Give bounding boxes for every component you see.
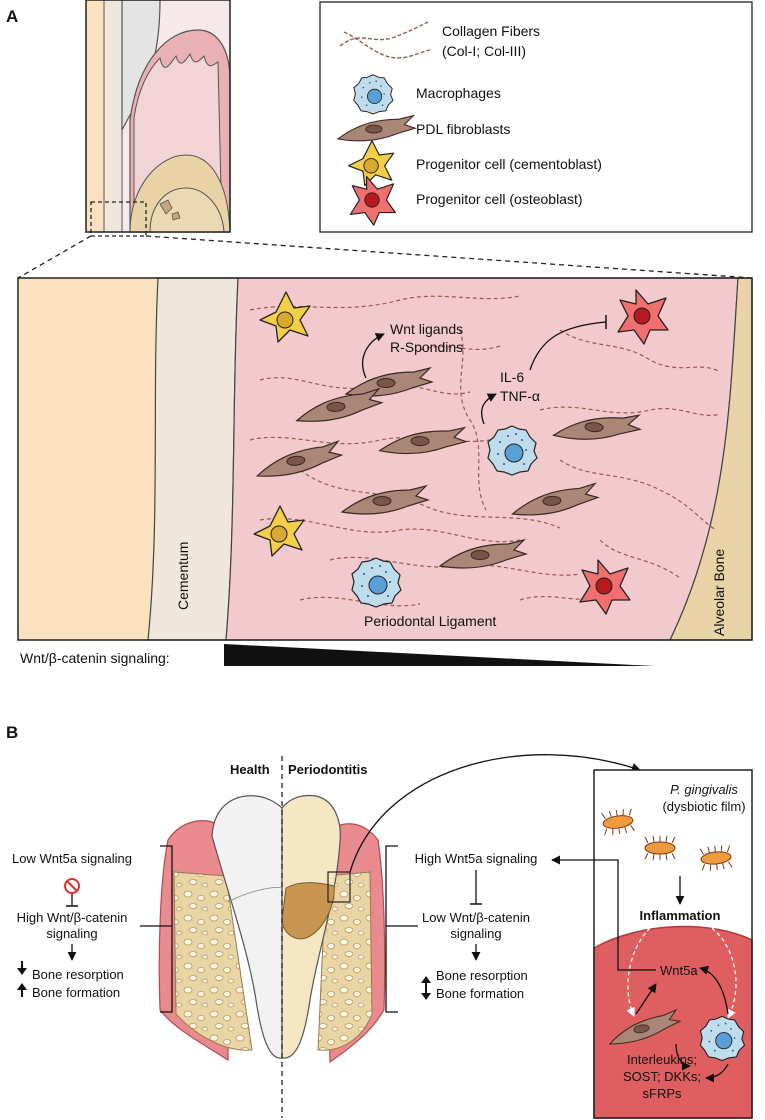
alveolar-bone-label: Alveolar Bone xyxy=(711,549,727,636)
products-line1: Interleukins; xyxy=(627,1052,697,1067)
pathogen-label: P. gingivalis xyxy=(670,782,738,797)
health-pathway: Low Wnt5a signaling High Wnt/β-catenin s… xyxy=(12,845,173,1013)
wnt-gradient-wedge xyxy=(224,644,654,666)
down-arrow-icon xyxy=(421,986,431,1000)
inflammation-label: Inflammation xyxy=(640,908,721,923)
wnt-gradient-label: Wnt/β-catenin signaling: xyxy=(20,650,170,666)
wnt5a-feedback-arrow xyxy=(551,855,656,971)
health-low-wnt5a: Low Wnt5a signaling xyxy=(12,851,132,866)
zoom-region-box xyxy=(90,201,147,237)
periodontitis-low-wnt-line1: Low Wnt/β-catenin xyxy=(422,910,530,925)
periodontitis-low-wnt-line2: signaling xyxy=(450,926,501,941)
no-signal-icon xyxy=(64,878,80,894)
lesion-zoom-box xyxy=(327,871,351,903)
legend-collagen-line1: Collagen Fibers xyxy=(442,23,540,39)
pathogen-note: (dysbiotic film) xyxy=(662,799,745,814)
r-spondins-label: R-Spondins xyxy=(390,339,463,355)
legend-fibroblasts: PDL fibroblasts xyxy=(416,121,510,137)
cytokine-release-arrow xyxy=(481,393,497,425)
periodontitis-bone-resorption: Bone resorption xyxy=(436,968,528,983)
periodontitis-bone-formation: Bone formation xyxy=(436,986,524,1001)
periodontal-zoom-panel: Wnt ligands R-Spondins IL-6 TNF-α Cement… xyxy=(17,277,753,641)
legend: Collagen Fibers (Col-I; Col-III) Macroph… xyxy=(319,1,753,233)
wnt5a-label: Wnt5a xyxy=(660,963,698,978)
tooth-illustration xyxy=(158,794,386,1064)
legend-osteoblast: Progenitor cell (osteoblast) xyxy=(416,191,583,207)
health-high-wnt-line2: signaling xyxy=(46,926,97,941)
periodontitis-bracket xyxy=(385,845,398,1013)
tnfa-label: TNF-α xyxy=(500,388,540,404)
legend-macrophages: Macrophages xyxy=(416,85,501,101)
periodontitis-high-wnt5a: High Wnt5a signaling xyxy=(415,851,538,866)
inflammation-inset: P. gingivalis (dysbiotic film) Inflammat… xyxy=(593,769,753,1119)
cementum-label: Cementum xyxy=(175,542,191,610)
periodontal-ligament-label: Periodontal Ligament xyxy=(364,613,496,629)
health-label: Health xyxy=(230,762,270,777)
wnt-ligands-label: Wnt ligands xyxy=(390,321,463,337)
wnt-secretion-arrow xyxy=(361,333,385,379)
panel-a-letter: A xyxy=(6,7,18,26)
periodontitis-label: Periodontitis xyxy=(288,762,367,777)
zoom-to-inset-arrow xyxy=(349,754,641,873)
products-line2: SOST; DKKs; xyxy=(623,1069,701,1084)
osteoblast-inhibition-line xyxy=(529,321,607,371)
collagen-fiber-legend-icon xyxy=(339,21,431,59)
legend-cementoblast: Progenitor cell (cementoblast) xyxy=(416,156,602,172)
legend-collagen-line2: (Col-I; Col-III) xyxy=(442,43,526,59)
health-high-wnt-line1: High Wnt/β-catenin xyxy=(17,910,128,925)
products-line3: sFRPs xyxy=(643,1086,683,1101)
il6-label: IL-6 xyxy=(500,369,524,385)
panel-b-letter: B xyxy=(6,723,18,742)
health-bone-formation: Bone formation xyxy=(32,985,120,1000)
tooth-section-illustration xyxy=(85,0,231,237)
periodontitis-pathway: High Wnt5a signaling Low Wnt/β-catenin s… xyxy=(385,845,538,1013)
health-bone-resorption: Bone resorption xyxy=(32,967,124,982)
up-arrow-icon xyxy=(17,983,27,997)
down-arrow-icon xyxy=(17,961,27,975)
health-bracket xyxy=(160,845,173,1013)
up-arrow-icon xyxy=(421,976,431,990)
